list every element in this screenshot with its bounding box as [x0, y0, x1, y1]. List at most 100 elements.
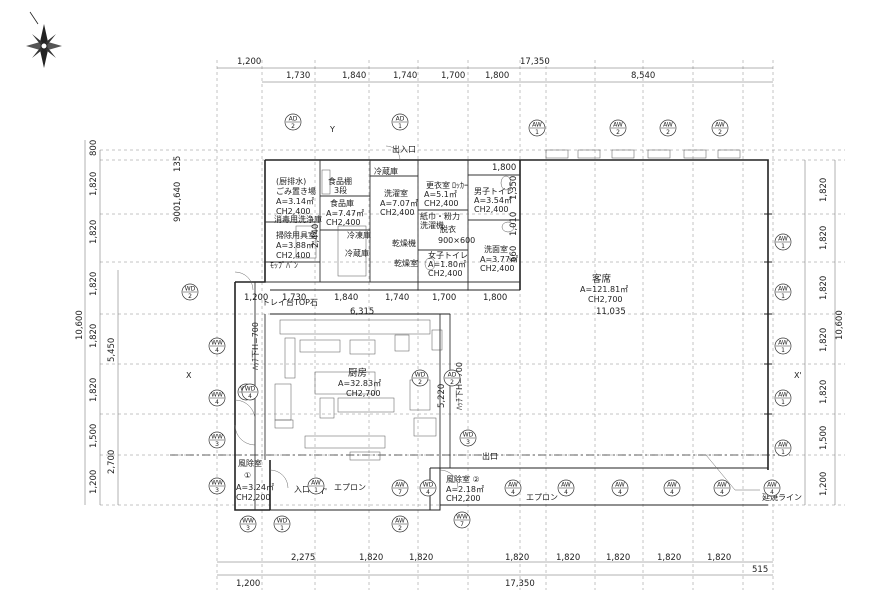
marker-number: 2 [188, 293, 192, 300]
inner-dim: 1,010 [509, 212, 519, 236]
room-mens: 男子トイレ [474, 187, 514, 196]
marker-type: AW [615, 482, 625, 489]
marker-number: 4 [770, 489, 774, 496]
inner-dim: 1,800 [483, 293, 507, 303]
room-cleaning: 掃除用具室 [276, 230, 316, 240]
marker-type: WD [423, 482, 434, 489]
inner-dim: 6,315 [350, 307, 374, 317]
room-windbreak2: 風除室 ② [446, 474, 480, 484]
marker-type: AW [717, 482, 727, 489]
room-dining-area: A=121.81㎡ [580, 285, 628, 294]
grid-marker: WD1 [273, 515, 291, 533]
room-changing: 更衣室 [426, 180, 450, 190]
grid-marker: AW1 [528, 119, 546, 137]
dim-left: 1,820 [89, 220, 99, 244]
dim-top-left: 1,200 [237, 57, 261, 67]
grid-marker: AW2 [391, 515, 409, 533]
room-garbage: ごみ置き場 [276, 186, 316, 196]
dim-top-span: 1,700 [441, 71, 465, 81]
dim-left: 1,500 [89, 424, 99, 448]
north-arrow-compass [26, 11, 62, 68]
room-windbreak2-area: A=2.18㎡ [446, 485, 484, 494]
dim-bottom-span: 1,820 [359, 553, 383, 563]
grid-lines [100, 60, 845, 590]
marker-number: 1 [535, 129, 539, 136]
room-food-ch: CH2,400 [326, 218, 361, 227]
annotations: 出入口 入口 出口 エプロン エプロン 延焼ライン トレイ台TOP石 ﾊｯﾁ下H… [186, 125, 802, 502]
dims-left: 800 1,820 1,820 1,820 1,820 1,820 1,500 … [75, 140, 183, 494]
label-pass-counter: ﾊｯﾁ下H=700 [251, 322, 260, 370]
label-extension-line: 延焼ライン [762, 492, 802, 502]
grid-marker: AW2 [711, 119, 729, 137]
inner-dim: 1,350 [509, 176, 519, 200]
marker-number: 4 [426, 489, 430, 496]
marker-type: AW [778, 286, 788, 293]
grid-marker: WW3 [208, 477, 226, 495]
marker-number: 2 [418, 379, 422, 386]
room-food-area: A=7.47㎡ [326, 209, 364, 218]
marker-number: 2 [616, 129, 620, 136]
dim-bottom-span: 1,820 [657, 553, 681, 563]
label-mop: ﾓｯﾌﾟﾊﾞﾝ [270, 261, 298, 270]
marker-number: 4 [511, 489, 515, 496]
room-windbreak1-ch: CH2,200 [236, 493, 271, 502]
inner-dim: 11,035 [596, 307, 626, 317]
room-dining-name: 客席 [592, 273, 612, 285]
marker-number: 7 [398, 489, 402, 496]
room-garbage-ch: CH2,400 [276, 207, 311, 216]
grid-marker: WW7 [453, 511, 471, 529]
room-kitchen-name: 厨房 [348, 367, 367, 379]
marker-number: 1 [781, 347, 785, 354]
marker-type: WD [415, 372, 426, 379]
label-entrance-left: 入口 [294, 485, 310, 494]
room-wash-area: A=7.07㎡ [380, 199, 418, 208]
marker-type: AW [778, 340, 788, 347]
grid-marker: AW4 [663, 479, 681, 497]
label-pass-counter: ﾊｯﾁ下H=700 [455, 362, 464, 410]
label-small1: 紙巾・粉力 [420, 211, 460, 221]
inner-dim: 1,200 [244, 293, 268, 303]
marker-type: WW [456, 514, 468, 521]
marker-number: 1 [781, 243, 785, 250]
marker-number: 2 [450, 379, 454, 386]
marker-type: AD [289, 116, 298, 123]
room-washroom-area: A=3.77㎡ [480, 255, 518, 264]
marker-type: AW [311, 480, 321, 487]
room-kitchen-ch: CH2,700 [346, 389, 381, 398]
dim-bottom-end: 515 [752, 565, 768, 575]
dim-bottom-left: 1,200 [236, 579, 260, 589]
marker-number: 1 [781, 293, 785, 300]
dim-left-inner: 900 [173, 206, 183, 222]
room-windbreak1-area: A=3.24㎡ [236, 483, 274, 492]
grid-marker: WW4 [208, 337, 226, 355]
dim-left: 1,200 [89, 470, 99, 494]
axis-x2: X' [794, 371, 802, 380]
marker-number: 3 [466, 439, 470, 446]
grid-marker: AW7 [391, 479, 409, 497]
marker-type: AW [778, 236, 788, 243]
axis-y: Y [329, 125, 335, 134]
marker-type: AW [395, 482, 405, 489]
marker-number: 7 [460, 521, 464, 528]
room-washroom: 洗面室 [484, 244, 508, 254]
room-fridge: 冷蔵庫 [374, 166, 398, 176]
room-partitions [170, 145, 790, 491]
room-drying: 乾燥室 [394, 258, 418, 268]
dim-top-span: 8,540 [631, 71, 655, 81]
dims-right: 1,820 1,820 1,820 1,820 1,820 1,500 1,20… [819, 178, 845, 496]
label-small2: 洗濯機 [420, 220, 444, 230]
axis-x: X [186, 371, 192, 380]
marker-type: WD [185, 286, 196, 293]
room-wash: 洗濯室 [384, 188, 408, 198]
room-womens-ch: CH2,400 [428, 269, 463, 278]
marker-number: 2 [291, 123, 295, 130]
dim-bottom-span: 1,820 [556, 553, 580, 563]
dim-top-span: 1,840 [342, 71, 366, 81]
dim-top-span: 1,740 [393, 71, 417, 81]
room-cleaning-area: A=3.88㎡ [276, 241, 314, 250]
dim-right: 1,820 [819, 328, 829, 352]
dim-left-lower: 2,700 [107, 450, 117, 474]
room-windbreak2-ch: CH2,200 [446, 494, 481, 503]
marker-number: 1 [781, 399, 785, 406]
grid-marker: WD2 [411, 369, 429, 387]
